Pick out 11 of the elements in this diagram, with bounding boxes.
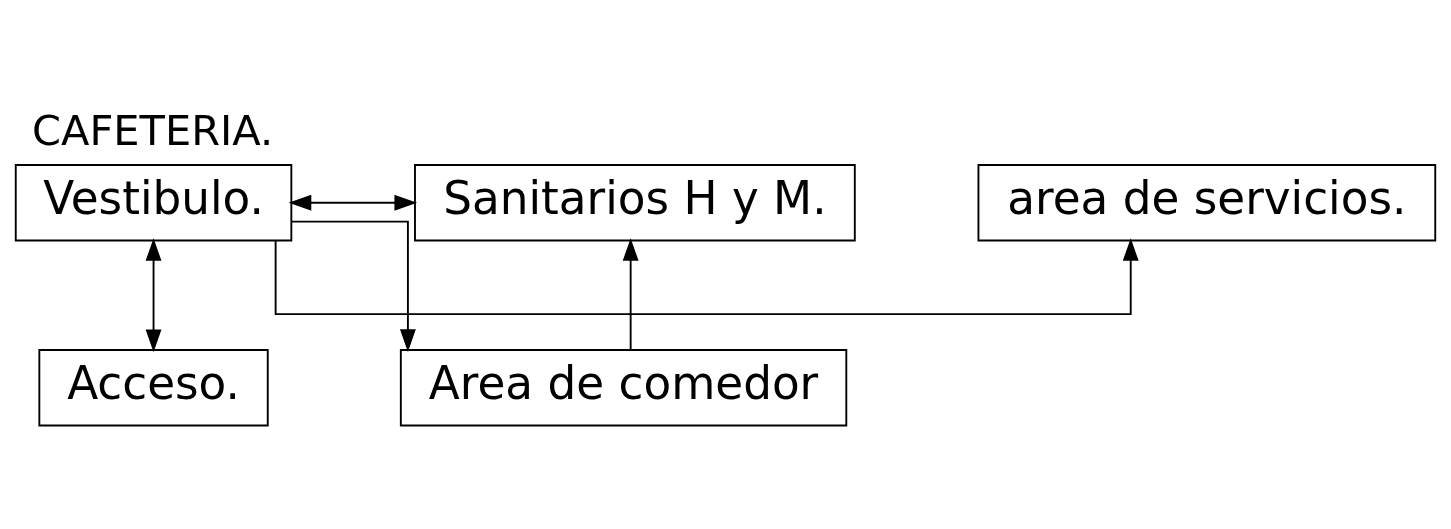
arrow [622,237,639,350]
node-box: Acceso. [38,348,269,426]
node-box: area de servicios. [977,163,1437,241]
diagram-title: CAFETERIA. [32,105,274,155]
arrow [145,237,162,352]
node-box: Vestibulo. [14,163,293,241]
arrow [290,220,416,352]
node-box: Sanitarios H y M. [414,163,856,241]
arrow [288,194,418,211]
node-box: Area de comedor [399,348,848,426]
arrow [274,237,1139,315]
